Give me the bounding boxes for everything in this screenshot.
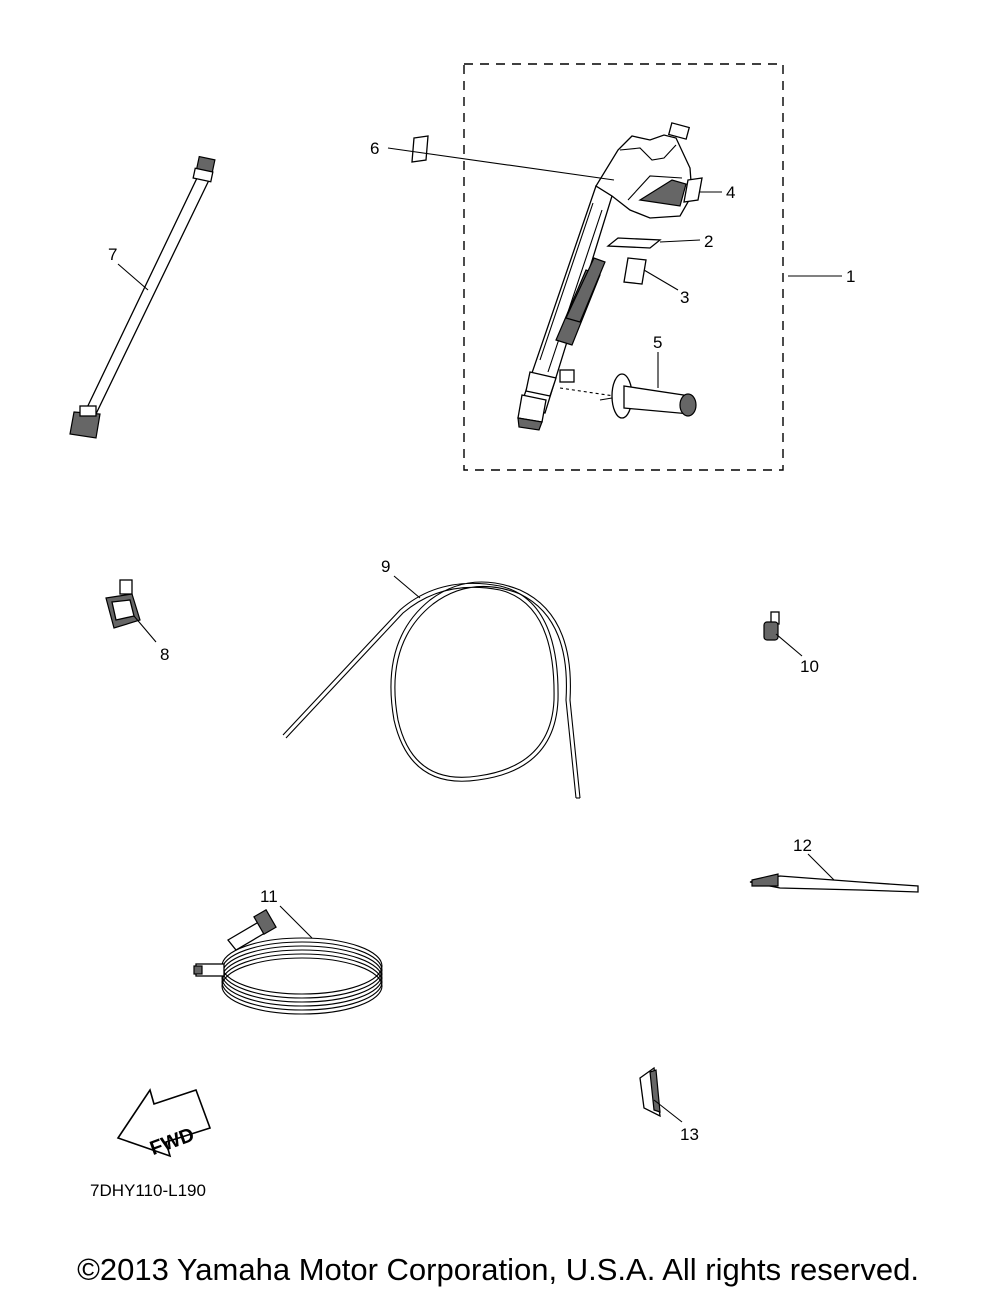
clip-part[interactable]	[749, 873, 919, 893]
leader-11	[279, 905, 313, 939]
diagram-code: 7DHY110-L190	[90, 1181, 206, 1200]
copyright-notice: ©2013 Yamaha Motor Corporation, U.S.A. A…	[77, 1252, 919, 1287]
lance-part[interactable]	[69, 155, 216, 439]
callout-10: 10	[800, 657, 819, 676]
leader-12	[807, 853, 835, 881]
label-4-part[interactable]	[683, 177, 703, 203]
callout-13: 13	[680, 1125, 699, 1144]
label-2-part[interactable]	[606, 237, 662, 249]
callout-11: 11	[260, 887, 278, 906]
callout-8: 8	[160, 645, 169, 664]
callout-12: 12	[793, 836, 812, 855]
spray-gun-part[interactable]	[517, 122, 693, 431]
leader-13	[653, 1099, 683, 1123]
hose-part[interactable]	[193, 909, 383, 1015]
callout-6: 6	[370, 139, 379, 158]
side-handle-part[interactable]	[559, 373, 697, 419]
leader-2	[659, 239, 701, 243]
label-3-part[interactable]	[623, 257, 647, 285]
label-6-part[interactable]	[411, 135, 429, 163]
callout-5: 5	[653, 333, 662, 352]
leader-3	[643, 269, 679, 291]
tube-part[interactable]	[282, 581, 581, 799]
leader-7	[117, 263, 149, 291]
callout-4: 4	[726, 183, 735, 202]
callout-1: 1	[846, 267, 855, 286]
leader-9	[393, 575, 421, 599]
callout-3: 3	[680, 288, 689, 307]
forward-arrow-icon: FWD	[116, 1088, 212, 1160]
leader-10	[775, 633, 803, 657]
nozzle-part[interactable]	[105, 579, 141, 629]
assembly-group-box	[463, 63, 784, 471]
small-label-part[interactable]	[639, 1066, 661, 1118]
leader-6	[387, 147, 615, 181]
leader-8	[133, 615, 157, 643]
plug-part[interactable]	[763, 611, 780, 641]
callout-2: 2	[704, 232, 713, 251]
callout-7: 7	[108, 245, 117, 264]
callout-9: 9	[381, 557, 390, 576]
